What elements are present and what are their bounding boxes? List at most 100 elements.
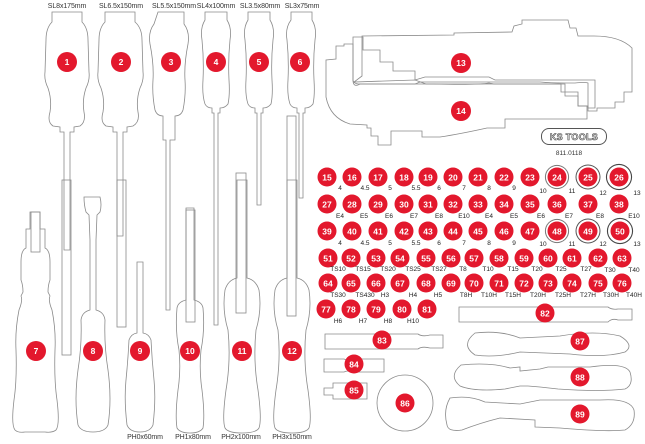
badge-4: 4 <box>206 52 226 72</box>
badge-84: 84 <box>344 354 364 374</box>
badge-2: 2 <box>111 52 131 72</box>
size-label: H5 <box>433 292 443 299</box>
badge-68: 68 <box>416 273 436 293</box>
badge-79: 79 <box>366 299 386 319</box>
badge-43: 43 <box>418 221 438 241</box>
badge-8: 8 <box>83 341 103 361</box>
badge-57: 57 <box>464 248 484 268</box>
badge-24: 24 <box>547 167 567 187</box>
badge-87: 87 <box>570 331 590 351</box>
badge-89: 89 <box>570 404 590 424</box>
size-label: 4.5 <box>360 240 370 247</box>
size-label: 10 <box>539 241 547 248</box>
badge-58: 58 <box>489 248 509 268</box>
ks-tools-logo: KS TOOLS <box>541 128 607 145</box>
label-sl4x100: SL4x100mm <box>196 3 236 10</box>
badge-71: 71 <box>489 273 509 293</box>
badge-32: 32 <box>443 194 463 214</box>
badge-66: 66 <box>366 273 386 293</box>
badge-85: 85 <box>344 380 364 400</box>
size-label: H10 <box>407 318 419 325</box>
size-label: 5 <box>388 240 392 247</box>
label-sl6-5x150: SL6.5x150mm <box>98 3 144 10</box>
badge-31: 31 <box>418 194 438 214</box>
size-label: 10 <box>539 188 547 195</box>
badge-72: 72 <box>514 273 534 293</box>
size-label: H4 <box>408 292 418 299</box>
size-label: H3 <box>380 292 390 299</box>
badge-52: 52 <box>341 248 361 268</box>
size-label: T10H <box>481 292 497 299</box>
label-sl3-5x80: SL3.5x80mm <box>239 3 281 10</box>
badge-51: 51 <box>318 248 338 268</box>
size-label: 4.5 <box>360 185 370 192</box>
size-label: T20H <box>530 292 546 299</box>
article-number: 811.0118 <box>555 150 583 157</box>
badge-22: 22 <box>494 167 514 187</box>
badge-64: 64 <box>318 273 338 293</box>
badge-86: 86 <box>395 393 415 413</box>
size-label: 12 <box>599 241 607 248</box>
badge-82: 82 <box>535 303 555 323</box>
size-label: TS430 <box>355 292 375 299</box>
badge-3: 3 <box>161 52 181 72</box>
size-label: E7 <box>565 213 573 220</box>
size-label: E5 <box>510 213 518 220</box>
size-label: T30 <box>604 267 616 274</box>
badge-76: 76 <box>612 273 632 293</box>
badge-38: 38 <box>609 194 629 214</box>
badge-62: 62 <box>588 248 608 268</box>
size-label: 5.5 <box>411 185 421 192</box>
badge-27: 27 <box>317 194 337 214</box>
badge-19: 19 <box>418 167 438 187</box>
size-label: T10 <box>482 266 494 273</box>
size-label: 4 <box>338 185 342 192</box>
label-ph1x80: PH1x80mm <box>175 434 211 441</box>
badge-17: 17 <box>368 167 388 187</box>
size-label: H7 <box>358 318 368 325</box>
label-ph3x150: PH3x150mm <box>272 434 312 441</box>
label-sl3x75: SL3x75mm <box>284 3 320 10</box>
badge-81: 81 <box>417 299 437 319</box>
badge-48: 48 <box>547 221 567 241</box>
badge-5: 5 <box>249 52 269 72</box>
badge-35: 35 <box>520 194 540 214</box>
badge-80: 80 <box>392 299 412 319</box>
size-label: TS10 <box>330 266 346 273</box>
size-label: T20 <box>531 266 543 273</box>
badge-49: 49 <box>578 221 598 241</box>
badge-60: 60 <box>538 248 558 268</box>
badge-59: 59 <box>514 248 534 268</box>
size-label: 6 <box>437 185 441 192</box>
badge-21: 21 <box>468 167 488 187</box>
badge-78: 78 <box>341 299 361 319</box>
badge-54: 54 <box>390 248 410 268</box>
badge-26: 26 <box>609 167 629 187</box>
badge-7: 7 <box>26 341 46 361</box>
size-label: T25 <box>555 266 567 273</box>
badge-14: 14 <box>451 101 471 121</box>
badge-41: 41 <box>368 221 388 241</box>
size-label: T27H <box>580 292 596 299</box>
size-label: E7 <box>410 213 418 220</box>
label-sl8x175: SL8x175mm <box>47 3 87 10</box>
size-label: T40 <box>628 267 640 274</box>
badge-28: 28 <box>342 194 362 214</box>
badge-73: 73 <box>538 273 558 293</box>
badge-10: 10 <box>180 341 200 361</box>
size-label: E10 <box>458 213 470 220</box>
badge-45: 45 <box>468 221 488 241</box>
size-label: TS20 <box>380 266 396 273</box>
badge-65: 65 <box>341 273 361 293</box>
size-label: 8 <box>487 185 491 192</box>
badge-30: 30 <box>394 194 414 214</box>
size-label: TS27 <box>431 266 447 273</box>
size-label: 6 <box>437 240 441 247</box>
badge-61: 61 <box>562 248 582 268</box>
badge-63: 63 <box>612 248 632 268</box>
badge-39: 39 <box>317 221 337 241</box>
badge-67: 67 <box>390 273 410 293</box>
badge-55: 55 <box>416 248 436 268</box>
badge-40: 40 <box>342 221 362 241</box>
